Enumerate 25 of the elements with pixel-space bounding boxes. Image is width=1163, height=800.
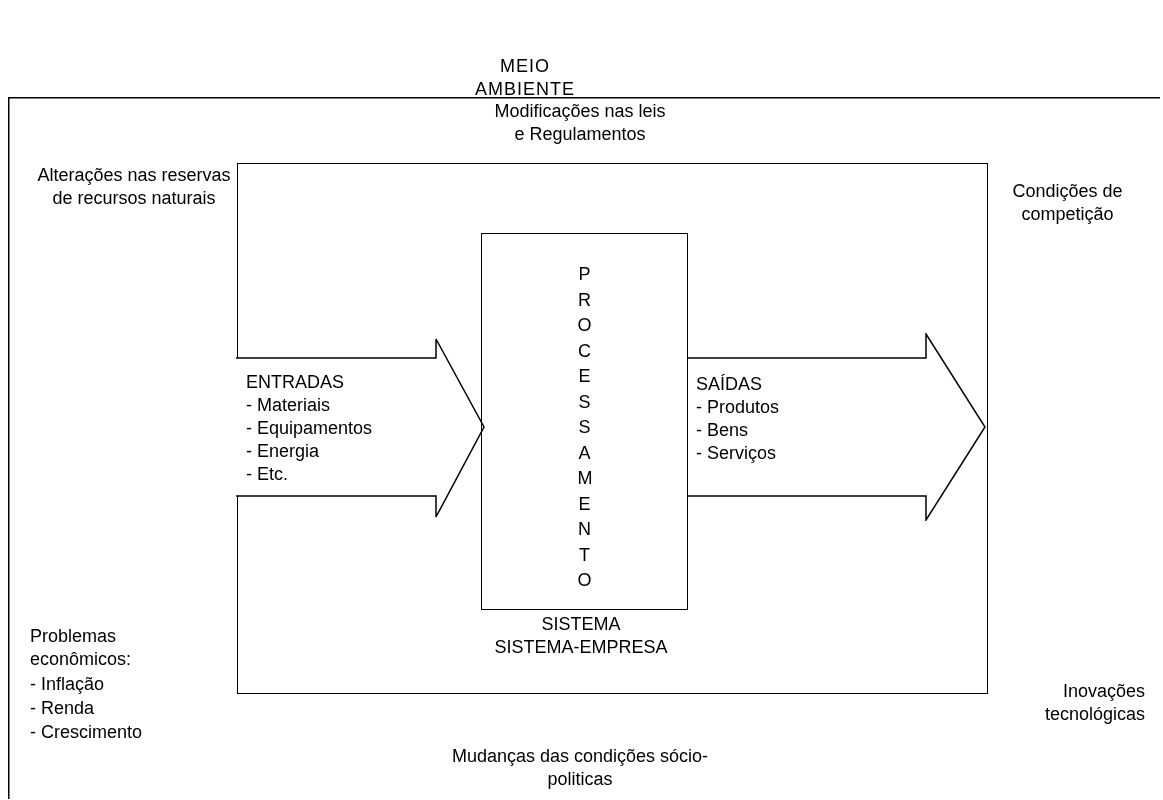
input-arrow [236,338,486,518]
arrow-heading: ENTRADAS [246,371,345,394]
note-text: - Inflação [30,673,106,696]
note-text: - Renda [30,697,96,720]
note-text: Modificações nas leis e Regulamentos [493,100,667,146]
note-text: Inovações tecnológicas [1043,680,1145,726]
process-label: PROCESSAMENTO [577,263,592,592]
system-label: SISTEMA [540,613,622,636]
list-item: - Etc. [246,463,289,486]
list-item: - Bens [696,419,750,442]
frame-heading: MEIO AMBIENTE [474,55,576,101]
note-text: Condições de competição [1011,180,1124,226]
list-item: - Produtos [696,396,780,419]
note-text: - Crescimento [30,721,144,744]
arrow-heading: SAÍDAS [696,373,764,396]
list-item: - Materiais [246,394,331,417]
list-item: - Equipamentos [246,417,373,440]
list-item: - Energia [246,440,321,463]
list-item: - Serviços [696,442,777,465]
note-text: Mudanças das condições sócio-politicas [450,745,710,791]
system-box [237,163,988,694]
note-text: Problemas econômicos: [30,625,133,671]
note-text: Alterações nas reservas de recursos naturais [36,164,232,210]
system-label: SISTEMA-EMPRESA [493,636,669,659]
process-box [481,233,688,610]
